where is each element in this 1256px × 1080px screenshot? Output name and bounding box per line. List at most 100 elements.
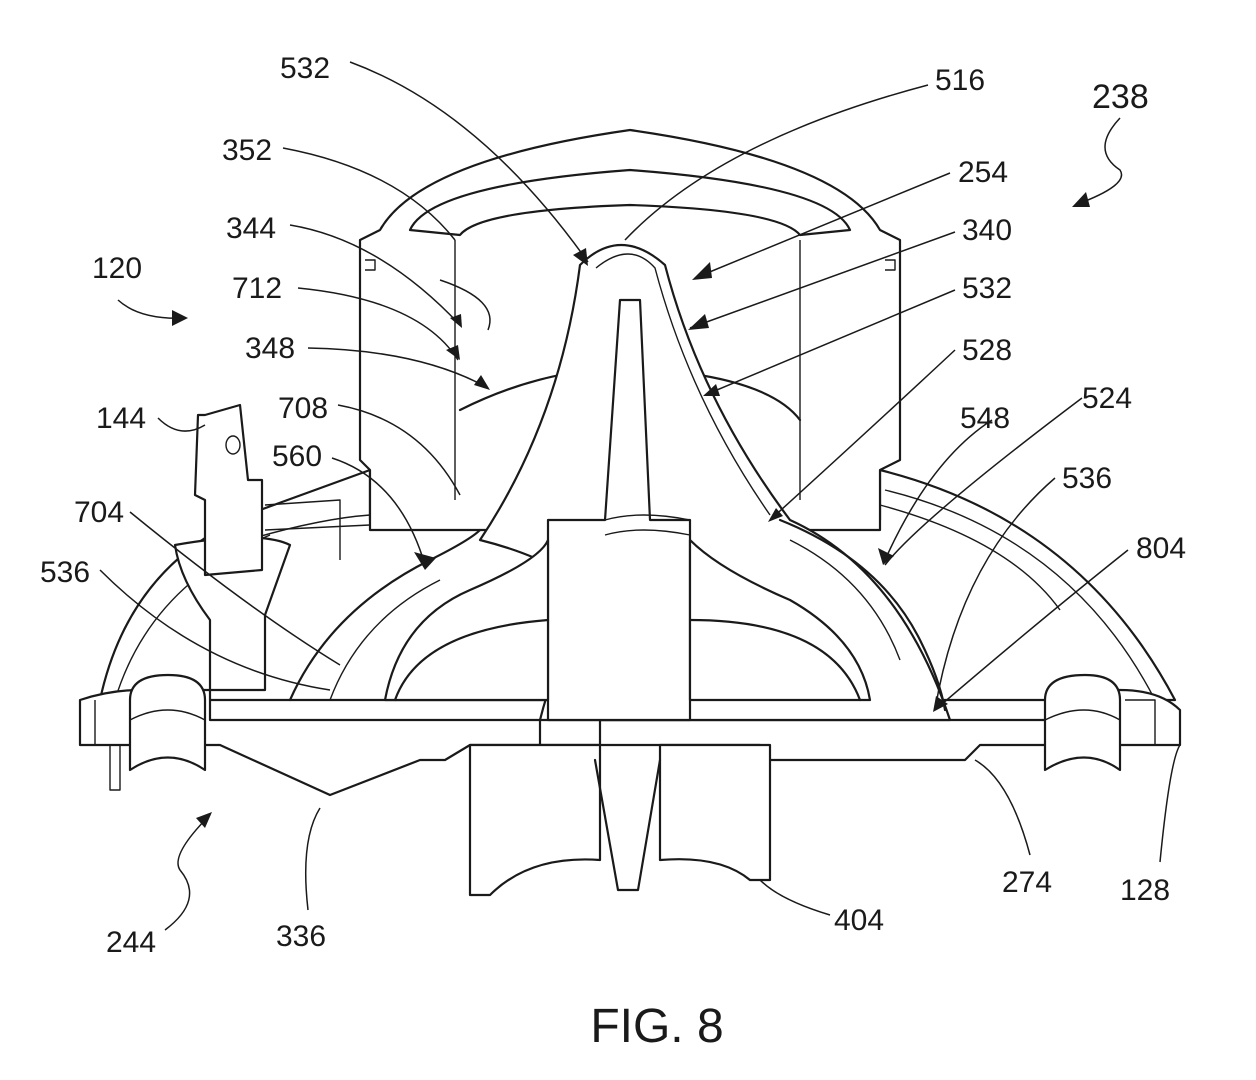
- device-drawing: [78, 128, 1182, 897]
- label-548: 548: [960, 402, 1010, 435]
- vane-left-outer: [288, 528, 482, 702]
- label-560: 560: [272, 440, 322, 473]
- label-348: 348: [245, 332, 295, 365]
- leader-548: [884, 419, 993, 561]
- outlet-pipe-right: [658, 743, 772, 882]
- label-704: 704: [74, 496, 124, 529]
- leader-536a: [99, 569, 331, 691]
- label-274: 274: [1002, 866, 1052, 899]
- label-128: 128: [1120, 874, 1170, 907]
- central-cone: [478, 244, 952, 722]
- label-144: 144: [96, 402, 146, 435]
- housing-side-right: [885, 259, 896, 271]
- terminal-tab: [193, 403, 264, 577]
- arrowhead-548: [878, 548, 894, 565]
- base-disc-groove-right: [879, 504, 1061, 611]
- label-524: 524: [1082, 382, 1132, 415]
- base-plate-step: [94, 700, 121, 791]
- label-344: 344: [226, 212, 276, 245]
- leader-238: [1074, 117, 1123, 206]
- leader-340: [689, 231, 956, 329]
- vane-right-outer: [778, 518, 947, 712]
- cone-inner-line: [595, 253, 771, 516]
- housing-top-lip: [408, 168, 852, 237]
- leader-344: [289, 224, 461, 326]
- leader-516: [624, 84, 929, 241]
- leader-704: [129, 511, 341, 666]
- leader-144: [157, 417, 206, 432]
- left-housing-rails: [264, 499, 371, 560]
- vane-right-outer2: [789, 539, 901, 661]
- leader-532b: [704, 289, 956, 396]
- arrowhead-532b: [703, 384, 720, 396]
- arrowhead-244: [196, 812, 212, 828]
- label-254: 254: [958, 156, 1008, 189]
- arrowhead-344: [450, 314, 462, 328]
- label-120: 120: [92, 252, 142, 285]
- vane-left: [383, 538, 550, 702]
- leader-404: [759, 879, 831, 916]
- arrowhead-528: [768, 508, 783, 522]
- bowl-ring: [393, 618, 862, 702]
- right-boss: [1043, 673, 1122, 772]
- leader-344b: [439, 279, 491, 331]
- label-238: 238: [1092, 78, 1149, 116]
- housing-side-left: [365, 259, 376, 271]
- arrowhead-712: [446, 345, 460, 360]
- leader-254: [694, 172, 951, 279]
- leader-336: [304, 807, 321, 911]
- leader-352: [282, 147, 456, 241]
- figure-caption: FIG. 8: [590, 1000, 723, 1053]
- label-536-right: 536: [1062, 462, 1112, 495]
- left-boss-ring: [129, 709, 206, 721]
- label-532-mid: 532: [962, 272, 1012, 305]
- label-516: 516: [935, 64, 985, 97]
- arrowhead-348: [474, 375, 490, 390]
- label-352: 352: [222, 134, 272, 167]
- vane-left-outer2: [329, 579, 441, 701]
- arrowhead-120: [172, 310, 188, 326]
- leader-528: [769, 349, 956, 521]
- arrowhead-340: [688, 314, 709, 330]
- leader-lines: [99, 61, 1181, 931]
- leader-532a: [349, 61, 589, 263]
- terminal-hole: [225, 435, 241, 455]
- leader-708: [337, 404, 461, 496]
- leader-128: [1159, 744, 1181, 863]
- right-boss-outer: [1125, 699, 1156, 745]
- arrowhead-532a: [573, 248, 588, 266]
- label-804: 804: [1136, 532, 1186, 565]
- left-boss: [128, 673, 207, 772]
- leader-274: [974, 759, 1031, 856]
- leader-712: [297, 287, 459, 361]
- arrowhead-238: [1072, 192, 1090, 207]
- label-244: 244: [106, 926, 156, 959]
- shaft-band: [604, 514, 691, 536]
- right-boss-ring: [1044, 709, 1121, 721]
- leader-536b: [934, 477, 1056, 711]
- arrowhead-804: [933, 696, 948, 712]
- housing-inner-wall: [454, 240, 801, 500]
- leader-524: [884, 397, 1083, 566]
- label-708: 708: [278, 392, 328, 425]
- label-340: 340: [962, 214, 1012, 247]
- label-336: 336: [276, 920, 326, 953]
- outlet-cone: [593, 758, 662, 892]
- leader-560: [331, 457, 426, 566]
- label-536-left: 536: [40, 556, 90, 589]
- central-shaft: [546, 298, 692, 722]
- leader-348: [307, 347, 489, 389]
- outlet-pipe: [468, 743, 602, 897]
- arrowhead-254: [692, 262, 712, 280]
- label-404: 404: [834, 904, 884, 937]
- leader-244: [164, 814, 211, 931]
- vane-right: [688, 538, 872, 702]
- base-disc-inner-ring-right: [884, 489, 1156, 701]
- label-712: 712: [232, 272, 282, 305]
- label-532-top: 532: [280, 52, 330, 85]
- reference-labels: 532 516 238 352 254 344 340 120 712 532 …: [40, 52, 1186, 959]
- label-528: 528: [962, 334, 1012, 367]
- arrowhead-560: [414, 552, 436, 570]
- leader-804: [934, 549, 1129, 711]
